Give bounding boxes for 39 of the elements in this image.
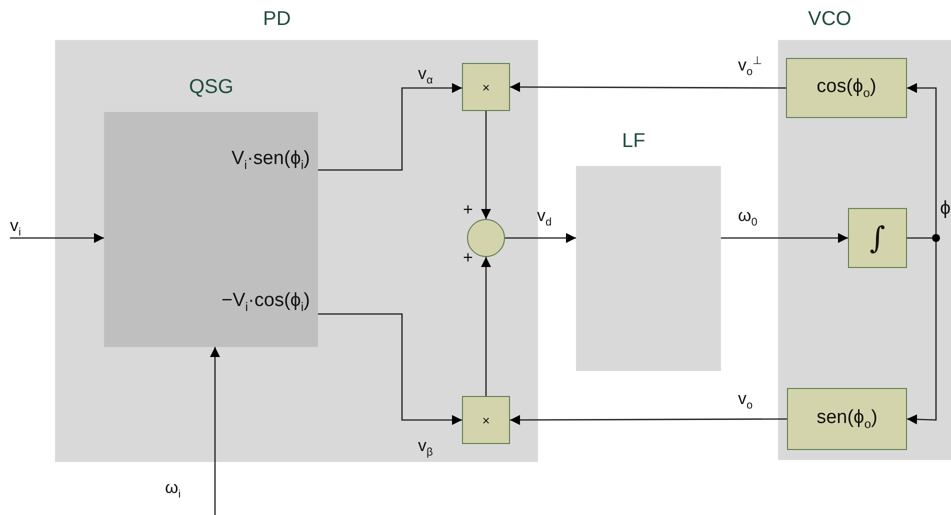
edge-label: ω$_{i}$ [165,478,181,500]
multiplier-block [462,63,510,111]
edge-label: v$_{α}$ [418,64,433,86]
function-label: cos(ϕ$_{o}$) [816,76,876,100]
arrow [318,313,462,425]
edge-label: v$_{i}$ [10,216,21,238]
signal-label: ϕ [940,198,951,220]
arrow [210,347,220,515]
block-title: QSG [189,76,234,99]
arrow [481,111,491,219]
integrator-block [848,208,907,268]
multiply-sign: × [482,80,490,94]
edge-label: + [463,248,473,268]
edge-label: + [463,200,473,220]
arrow [505,233,576,243]
arrow [510,82,786,92]
integral-sign: ∫ [870,220,886,256]
arrow [481,257,491,396]
block-title: PD [263,8,291,31]
edge-label: v$_{o}$ [738,389,753,412]
connector-line [907,237,932,239]
arrow [907,83,937,234]
arrow [721,233,848,243]
output-expression: V$_{i}$·sen(ϕ$_{i}$) [232,148,310,172]
function-block [786,58,907,118]
arrow [510,414,787,425]
block-title: VCO [808,8,852,31]
function-label: sen(ϕ$_{o}$) [816,407,878,431]
function-block [787,388,907,450]
edge-label: ω$_{0}$ [738,206,758,228]
arrow [10,233,104,243]
multiplier-block [462,396,510,444]
arrow [318,83,462,171]
edge-label: v$_{d}$ [537,206,552,228]
edge-label: v$_{β}$ [418,436,433,458]
arrow [906,242,937,424]
multiply-sign: × [482,412,490,428]
output-expression: −V$_{i}$·cos(ϕ$_{i}$) [222,290,310,314]
block-title: LF [622,130,646,153]
